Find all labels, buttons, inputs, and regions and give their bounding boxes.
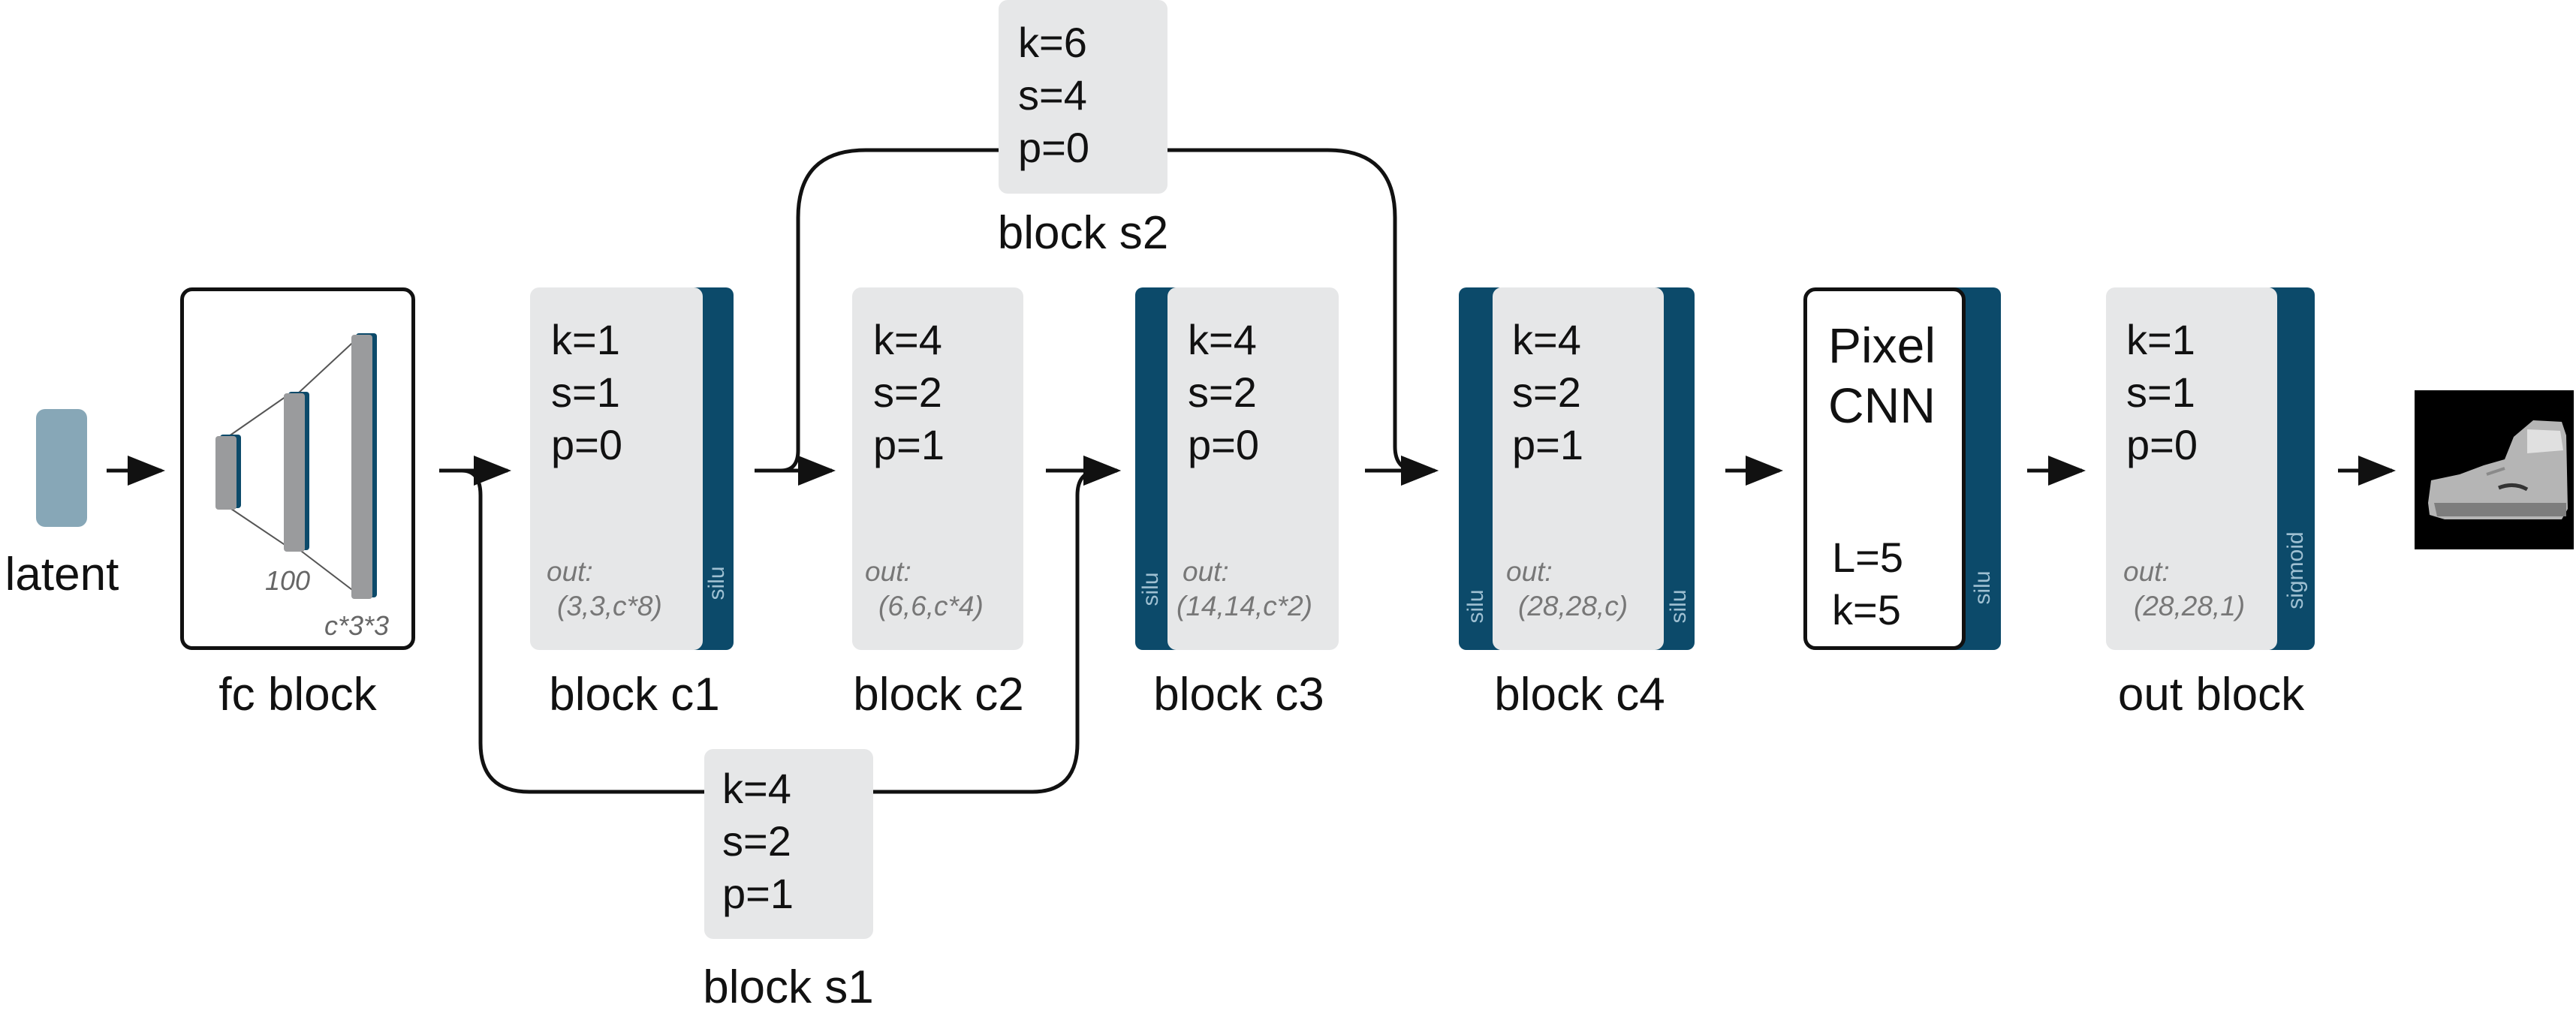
out-block-activation: sigmoid xyxy=(2283,531,2308,609)
fc-output-units: c*3*3 xyxy=(324,610,390,641)
skip-path-s2 xyxy=(780,148,1439,486)
pixel-cnn-params: L=5 k=5 xyxy=(1832,534,1903,633)
block-s1-params: k=4 s=2 p=1 xyxy=(722,765,794,917)
block-c1-label: block c1 xyxy=(549,669,720,721)
fc-hidden-units: 100 xyxy=(265,565,311,596)
out-block-out-shape: (28,28,1) xyxy=(2134,591,2246,621)
block-c3 xyxy=(1167,287,1339,650)
block-s1 xyxy=(704,749,873,939)
skip-path-s1 xyxy=(461,456,1121,794)
block-c1 xyxy=(530,287,703,650)
block-s2-label: block s2 xyxy=(997,207,1169,259)
fc-block: 100 c*3*3 xyxy=(180,287,415,650)
block-c2-params: k=4 s=2 p=1 xyxy=(873,316,945,468)
pixel-cnn-title: Pixel CNN xyxy=(1828,317,1936,433)
block-c3-out-shape: (14,14,c*2) xyxy=(1177,591,1312,621)
block-c4-label: block c4 xyxy=(1494,669,1665,721)
block-c2-label: block c2 xyxy=(853,669,1024,721)
block-c1-activation: silu xyxy=(704,566,729,600)
out-block xyxy=(2106,287,2277,650)
latent-label: latent xyxy=(5,549,119,600)
block-s2-params: k=6 s=4 p=0 xyxy=(1018,19,1089,171)
block-c4-out-label: out: xyxy=(1506,556,1553,587)
block-c1-out-shape: (3,3,c*8) xyxy=(557,591,662,621)
block-c3-params: k=4 s=2 p=0 xyxy=(1188,316,1259,468)
block-c4-activation-left: silu xyxy=(1463,589,1488,624)
block-c2-out-shape: (6,6,c*4) xyxy=(878,591,984,621)
block-c3-activation: silu xyxy=(1138,572,1163,606)
fc-block-label: fc block xyxy=(218,669,377,721)
fc-layers-icon xyxy=(215,333,377,599)
latent-node xyxy=(36,409,87,527)
block-c3-out-label: out: xyxy=(1183,556,1229,587)
out-block-params: k=1 s=1 p=0 xyxy=(2126,316,2198,468)
block-c4-params: k=4 s=2 p=1 xyxy=(1512,316,1583,468)
out-block-label: out block xyxy=(2117,669,2305,721)
out-block-out-label: out: xyxy=(2123,556,2170,587)
block-c3-label: block c3 xyxy=(1153,669,1324,721)
block-c2 xyxy=(852,287,1023,650)
block-s1-label: block s1 xyxy=(703,961,874,1013)
output-image xyxy=(2415,390,2574,549)
block-c4-out-shape: (28,28,c) xyxy=(1518,591,1628,621)
pixel-cnn-activation: silu xyxy=(1970,570,1995,605)
block-c2-out-label: out: xyxy=(865,556,911,587)
block-s2 xyxy=(999,0,1167,194)
block-c4 xyxy=(1493,287,1664,650)
pixel-cnn-block xyxy=(1803,287,1966,650)
block-c4-activation-right: silu xyxy=(1666,589,1691,624)
block-c1-params: k=1 s=1 p=0 xyxy=(551,316,622,468)
sneaker-image-icon xyxy=(2428,420,2568,519)
block-c1-out-label: out: xyxy=(547,556,593,587)
